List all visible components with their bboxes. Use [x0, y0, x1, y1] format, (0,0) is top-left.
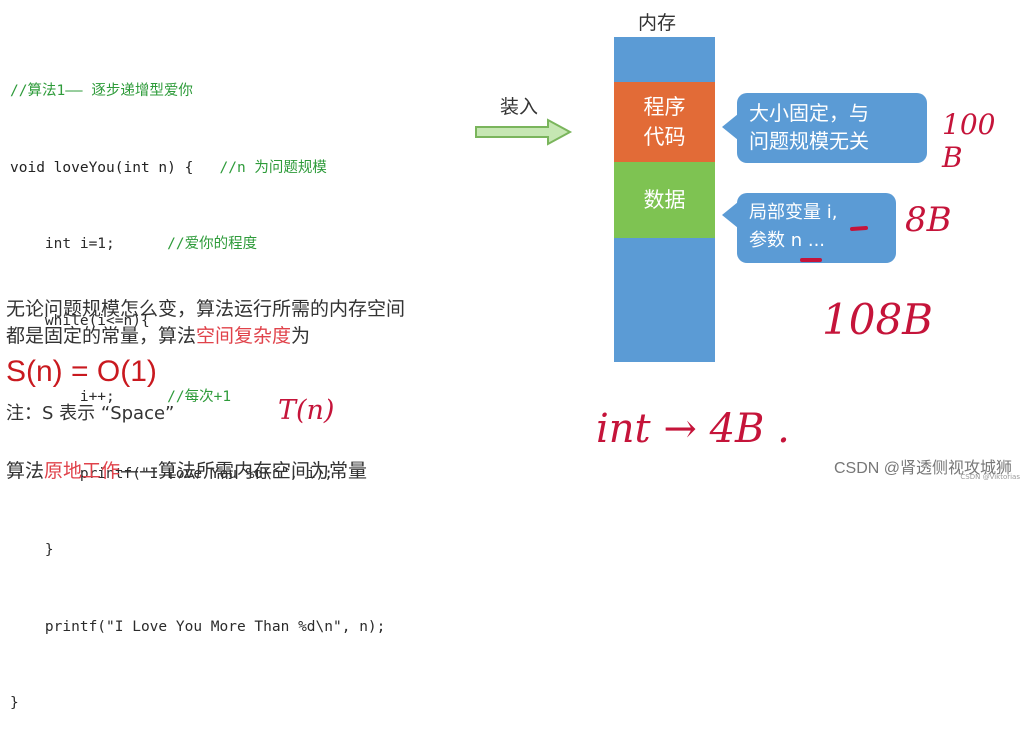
load-arrow-icon: [475, 118, 573, 146]
space-note: 注：S 表示 “Space”: [6, 403, 175, 424]
memory-title: 内存: [638, 12, 677, 34]
in-place-a: 算法: [6, 460, 45, 482]
handwritten-int-size: int → 4B .: [596, 406, 790, 452]
code-comment-degree: //爱你的程度: [167, 236, 258, 252]
code-line-comment: //算法1—— 逐步递增型爱你: [10, 83, 193, 99]
code-comment-n: //n 为问题规模: [219, 159, 327, 176]
memory-top-segment: [614, 37, 715, 82]
handwritten-time: T(n): [278, 395, 335, 426]
handwritten-code-size: 100 B: [942, 108, 996, 174]
memory-bottom-segment: [614, 238, 715, 362]
callout-pointer-icon: [722, 114, 738, 140]
handwritten-total-size: 108B: [822, 295, 934, 344]
callout-pointer-icon: [722, 202, 738, 228]
memory-code-block: 程序 代码: [614, 82, 715, 162]
code-line-increment: i++;: [10, 389, 168, 405]
explanation-line2-c: 为: [291, 325, 311, 347]
code-callout-line2: 问题规模无关: [749, 129, 869, 153]
memory-data-block: 数据: [614, 162, 715, 238]
underline-mark-i: [850, 226, 868, 231]
data-callout-line2: 参数 n ...: [749, 230, 826, 251]
explanation-line2-a: 都是固定的常量，算法: [6, 325, 197, 347]
handwritten-data-size: 8B: [905, 200, 952, 240]
code-line-while: while(i<=n){: [10, 312, 150, 329]
data-callout-line1: 局部变量 i,: [749, 202, 838, 223]
underline-mark-n: [800, 258, 822, 262]
code-line-printf2: printf("I Love You More Than %d\n", n);: [10, 618, 386, 635]
load-label: 装入: [500, 96, 539, 118]
space-complexity-term: 空间复杂度: [196, 325, 292, 347]
explanation-line2: 都是固定的常量，算法空间复杂度为: [6, 321, 310, 348]
in-place-term: 原地工作: [44, 460, 121, 482]
data-callout: 局部变量 i, 参数 n ...: [737, 193, 896, 263]
formula: S(n) = O(1): [6, 355, 157, 388]
in-place-c: ——算法所需内存空间为常量: [120, 460, 368, 482]
code-comment-plus1: //每次+1: [167, 389, 232, 405]
code-line-printf1: printf("I Love You %d\n", i);: [10, 465, 334, 482]
watermark: CSDN @肾透侧视攻城狮: [833, 460, 1012, 477]
code-line-close-brace: }: [10, 542, 54, 558]
code-line-end-brace: }: [10, 695, 19, 711]
in-place-line: 算法原地工作——算法所需内存空间为常量: [6, 456, 367, 483]
code-line-signature: void loveYou(int n) {: [10, 159, 220, 176]
code-block-label: 程序 代码: [643, 95, 686, 149]
explanation-line1: 无论问题规模怎么变，算法运行所需的内存空间: [6, 298, 406, 320]
watermark-small: CSDN @Viktorias: [960, 473, 1020, 481]
code-line-decl: int i=1;: [10, 236, 168, 252]
code-callout-line1: 大小固定，与: [749, 101, 869, 125]
data-block-label: 数据: [643, 188, 686, 212]
code-callout: 大小固定，与 问题规模无关: [737, 93, 927, 163]
